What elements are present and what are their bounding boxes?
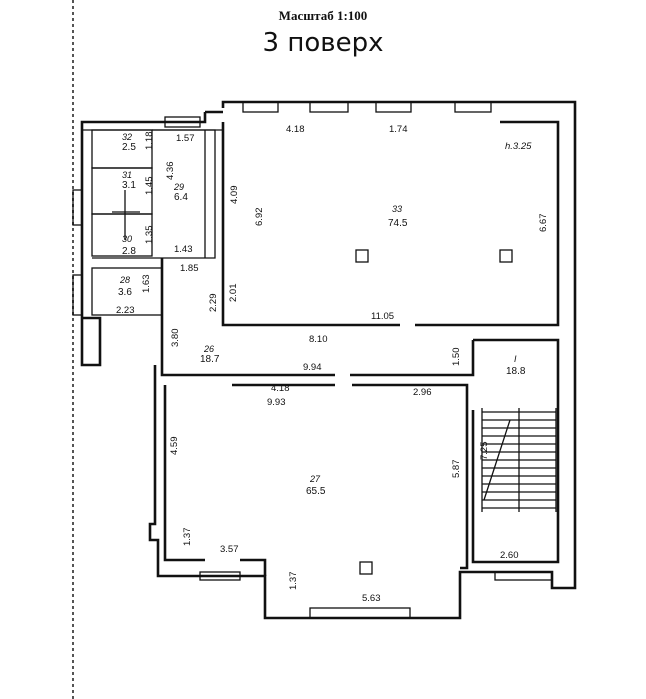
dim-label: 1.43 [174,244,193,255]
stair-steps [482,411,556,509]
dim-label: 2.23 [116,305,135,316]
dim-label: 1.35 [144,226,155,245]
room-area: 74.5 [388,218,408,229]
dim-label: 4.09 [229,186,240,205]
dim-label: 2.01 [228,284,239,303]
dim-label: 2.29 [208,294,219,313]
dim-label: 1.45 [144,177,155,196]
column-marker [499,249,513,263]
scale-label: Масштаб 1:100 [278,8,368,23]
dim-label: 4.59 [169,437,180,456]
dim-label: 9.94 [303,362,322,373]
room-number: 26 [203,344,214,354]
column-marker [355,249,369,263]
dim-label: 1.74 [389,124,408,135]
room-area: 3.6 [118,287,132,298]
dim-label: 1.50 [451,348,462,367]
dim-label: 6.92 [254,208,265,227]
dim-label: 1.85 [180,263,199,274]
dim-label: 4.18 [271,383,290,394]
dim-label: 4.18 [286,124,305,135]
room-area: 18.7 [200,354,220,365]
dim-label: 8.10 [309,334,328,345]
dim-label: 11.05 [371,311,394,322]
room-33-walls [204,120,560,327]
room-area: 3.1 [122,180,136,191]
room-area: 2.5 [122,142,136,153]
dim-label: 1.18 [144,132,155,151]
dim-label: 1.63 [141,275,152,294]
dim-label: 3.80 [170,329,181,348]
room-number: 28 [119,275,130,285]
column-marker [359,561,373,575]
room-number: 27 [309,474,321,484]
dim-label: 2.60 [500,550,519,561]
dim-label: 1.37 [182,528,193,547]
room-number: 29 [173,182,184,192]
room-area: 18.8 [506,366,526,377]
dimension-labels: 1.57 1.18 4.36 1.45 1.35 1.43 1.85 1.63 … [116,124,549,604]
ceiling-height: h.3.25 [505,141,532,152]
dim-label: 1.37 [288,572,299,591]
small-rooms [91,129,216,316]
windows [72,101,553,619]
room-number: 30 [122,234,132,244]
room-27-walls [160,258,475,576]
dim-label: 4.36 [165,162,176,181]
dim-label: 5.63 [362,593,381,604]
room-number: I [514,354,517,364]
room-labels: 32 2.5 31 3.1 30 2.8 29 6.4 28 3.6 33 74… [118,132,532,497]
dim-label: 5.87 [451,460,462,479]
dim-label: 9.93 [267,397,286,408]
dim-label: 7.25 [479,442,490,461]
dim-label: 6.67 [538,214,549,233]
room-number: 31 [122,170,132,180]
room-area: 2.8 [122,246,136,257]
floor-title: 3 поверх [262,28,384,58]
dim-label: 1.57 [176,133,195,144]
room-number: 33 [392,204,402,214]
room-number: 32 [122,132,132,142]
room-area: 6.4 [174,192,188,203]
stair-hall [471,338,560,564]
room-area: 65.5 [306,486,326,497]
page-binding-edge [72,0,74,699]
dim-label: 3.57 [220,544,239,555]
outer-walls [80,100,577,620]
dim-label: 2.96 [413,387,432,398]
